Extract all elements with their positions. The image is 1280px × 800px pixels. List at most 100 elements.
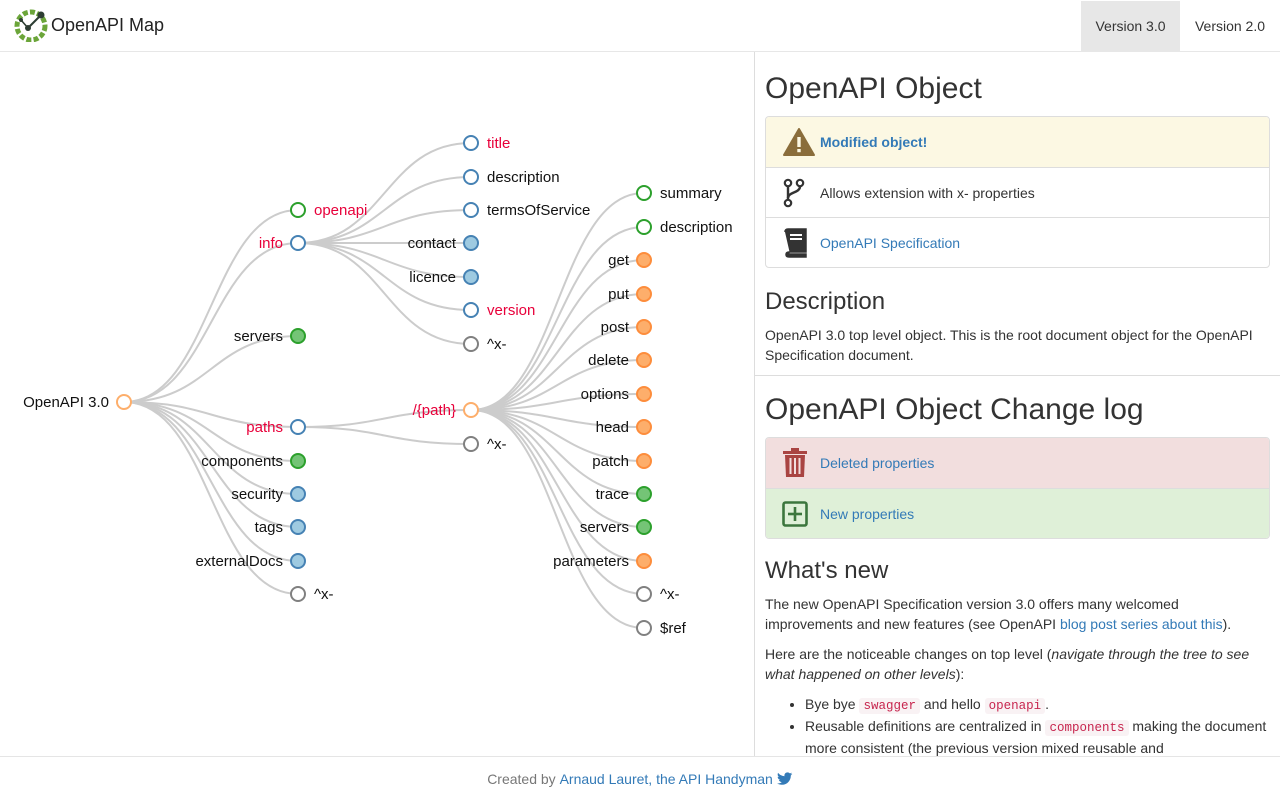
tree-node-summary[interactable]: summary (636, 185, 722, 202)
tree-node-contact[interactable]: contact (408, 235, 479, 252)
tree-node-label[interactable]: contact (408, 235, 457, 252)
tree-node-circle[interactable] (636, 553, 652, 569)
tree-node-pdesc[interactable]: description (636, 219, 733, 236)
tree-node-circle[interactable] (463, 269, 479, 285)
tree-node-label[interactable]: ^x- (660, 586, 680, 603)
tree-node-licence[interactable]: licence (409, 269, 479, 286)
tree-node-pathx[interactable]: ^x- (636, 586, 680, 603)
tree-node-label[interactable]: get (608, 252, 630, 269)
tree-node-label[interactable]: info (259, 235, 283, 252)
tree-node-version[interactable]: version (463, 302, 535, 319)
tree-node-put[interactable]: put (608, 286, 652, 303)
tree-node-circle[interactable] (636, 419, 652, 435)
tree-node-circle[interactable] (636, 219, 652, 235)
tree-node-openapi[interactable]: openapi (290, 202, 367, 219)
tree-node-path[interactable]: /{path} (413, 402, 479, 419)
tree-node-circle[interactable] (463, 336, 479, 352)
tree-node-circle[interactable] (636, 586, 652, 602)
tree-node-circle[interactable] (290, 586, 306, 602)
tree-node-externalDocs[interactable]: externalDocs (195, 553, 306, 570)
tree-node-label[interactable]: options (581, 386, 629, 403)
tree-node-label[interactable]: description (487, 169, 560, 186)
tree-node-label[interactable]: openapi (314, 202, 367, 219)
tree-node-circle[interactable] (636, 185, 652, 201)
tree-node-infodesc[interactable]: description (463, 169, 560, 186)
tree-node-circle[interactable] (463, 235, 479, 251)
tree-node-options[interactable]: options (581, 386, 652, 403)
tree-node-components[interactable]: components (201, 453, 306, 470)
tree-node-label[interactable]: /{path} (413, 402, 456, 419)
tree-node-label[interactable]: parameters (553, 553, 629, 570)
tree-node-trace[interactable]: trace (596, 486, 652, 503)
tree-node-circle[interactable] (290, 235, 306, 251)
twitter-icon[interactable] (776, 771, 793, 786)
blog-post-link[interactable]: blog post series about this (1059, 616, 1223, 632)
tree-node-label[interactable]: ^x- (487, 336, 507, 353)
tree-node-label[interactable]: $ref (660, 620, 687, 637)
deleted-properties-link[interactable]: Deleted properties (820, 455, 935, 471)
tree-node-pathsx[interactable]: ^x- (463, 436, 507, 453)
version-3-button[interactable]: Version 3.0 (1081, 1, 1180, 51)
tree-node-circle[interactable] (290, 553, 306, 569)
tree-node-get[interactable]: get (608, 252, 652, 269)
tree-node-circle[interactable] (463, 135, 479, 151)
tree-node-circle[interactable] (636, 620, 652, 636)
tree-node-circle[interactable] (290, 486, 306, 502)
tree-node-label[interactable]: ^x- (487, 436, 507, 453)
tree-node-ref[interactable]: $ref (636, 620, 687, 637)
tree-node-tags[interactable]: tags (255, 519, 306, 536)
tree-node-label[interactable]: termsOfService (487, 202, 590, 219)
tree-node-circle[interactable] (636, 352, 652, 368)
tree-node-label[interactable]: summary (660, 185, 722, 202)
tree-node-terms[interactable]: termsOfService (463, 202, 590, 219)
tree-node-label[interactable]: post (601, 319, 630, 336)
tree-node-label[interactable]: paths (246, 419, 283, 436)
tree-node-pservers[interactable]: servers (580, 519, 652, 536)
brand[interactable]: OpenAPI Map (14, 8, 164, 42)
tree-node-head[interactable]: head (596, 419, 652, 436)
tree-node-label[interactable]: patch (592, 453, 629, 470)
tree-node-circle[interactable] (463, 302, 479, 318)
tree-node-label[interactable]: ^x- (314, 586, 334, 603)
tree-node-servers[interactable]: servers (234, 328, 306, 345)
tree-node-circle[interactable] (290, 453, 306, 469)
tree-node-circle[interactable] (290, 202, 306, 218)
tree-node-circle[interactable] (636, 519, 652, 535)
tree-node-circle[interactable] (636, 386, 652, 402)
tree-node-label[interactable]: version (487, 302, 535, 319)
tree-node-label[interactable]: tags (255, 519, 283, 536)
tree-node-circle[interactable] (290, 419, 306, 435)
tree-node-info[interactable]: info (259, 235, 306, 252)
tree-node-circle[interactable] (636, 319, 652, 335)
tree-node-label[interactable]: licence (409, 269, 456, 286)
tree-node-label[interactable]: externalDocs (195, 553, 283, 570)
tree-node-circle[interactable] (463, 202, 479, 218)
version-2-button[interactable]: Version 2.0 (1194, 18, 1266, 34)
tree-node-delete[interactable]: delete (588, 352, 652, 369)
tree-node-label[interactable]: OpenAPI 3.0 (23, 394, 109, 411)
tree-node-label[interactable]: put (608, 286, 630, 303)
tree-node-patch[interactable]: patch (592, 453, 652, 470)
tree-node-label[interactable]: servers (234, 328, 283, 345)
tree-node-label[interactable]: trace (596, 486, 629, 503)
tree-node-post[interactable]: post (601, 319, 652, 336)
tree-node-circle[interactable] (636, 453, 652, 469)
tree-node-circle[interactable] (290, 328, 306, 344)
tree-node-paths[interactable]: paths (246, 419, 306, 436)
tree-node-label[interactable]: security (231, 486, 283, 503)
tree-node-rootx[interactable]: ^x- (290, 586, 334, 603)
modified-link[interactable]: Modified object! (820, 134, 928, 150)
tree-node-security[interactable]: security (231, 486, 306, 503)
tree-node-circle[interactable] (636, 252, 652, 268)
tree-node-circle[interactable] (636, 486, 652, 502)
tree-node-circle[interactable] (116, 394, 132, 410)
tree-node-label[interactable]: components (201, 453, 283, 470)
tree-node-root[interactable]: OpenAPI 3.0 (23, 394, 132, 411)
tree-node-circle[interactable] (463, 436, 479, 452)
tree-node-circle[interactable] (290, 519, 306, 535)
tree-node-label[interactable]: title (487, 135, 510, 152)
openapi-spec-link[interactable]: OpenAPI Specification (820, 234, 961, 251)
tree-node-circle[interactable] (636, 286, 652, 302)
tree-node-label[interactable]: delete (588, 352, 629, 369)
tree-node-label[interactable]: head (596, 419, 629, 436)
